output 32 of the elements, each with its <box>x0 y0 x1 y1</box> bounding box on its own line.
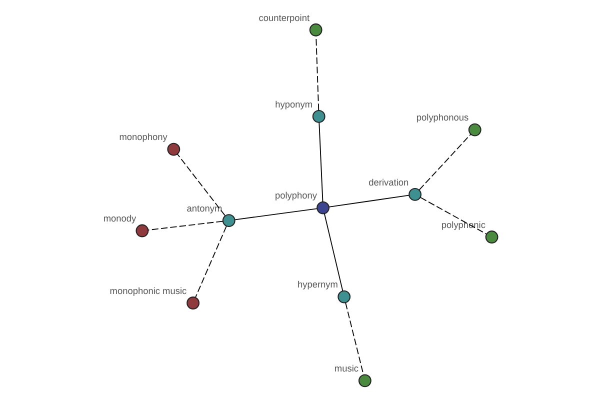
node-circle <box>312 110 325 123</box>
node-circle <box>135 224 148 238</box>
node-label: hypernym <box>296 280 338 290</box>
connector <box>176 154 225 216</box>
node-circle <box>166 142 180 156</box>
connector <box>323 213 343 292</box>
connector <box>234 208 317 220</box>
connector <box>194 226 226 298</box>
node-label: polyphony <box>274 190 317 201</box>
node-circle <box>337 290 350 304</box>
node-label: antonym <box>186 203 222 214</box>
node-label: counterpoint <box>258 12 310 23</box>
connector <box>315 36 319 111</box>
connector <box>328 194 409 208</box>
node-circle <box>222 214 235 228</box>
node-label: monophonic music <box>109 286 186 296</box>
node-circle <box>308 23 322 36</box>
connector <box>318 122 323 202</box>
connector <box>147 220 223 230</box>
node-circle <box>484 230 498 244</box>
node-label: polyphonous <box>416 112 468 123</box>
node-circle <box>408 188 421 201</box>
node-label: hyponym <box>274 99 312 110</box>
node-label: music <box>334 364 358 374</box>
node-circle <box>358 374 371 388</box>
node-label: monody <box>102 214 136 224</box>
node-label: derivation <box>368 177 408 188</box>
node-circle <box>316 201 329 214</box>
node-circle <box>468 123 481 136</box>
connector <box>418 134 471 190</box>
node-circle <box>186 296 200 310</box>
node-label: monophony <box>118 132 167 142</box>
